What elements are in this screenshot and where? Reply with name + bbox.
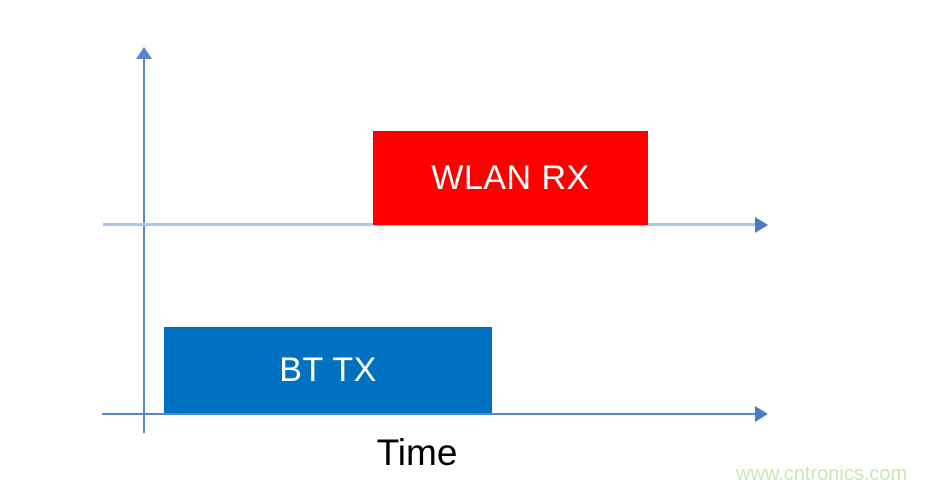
time-axis-label: Time	[376, 432, 458, 473]
y-axis-arrow-up-icon	[136, 47, 152, 59]
bt-tx-block-label: BT TX	[279, 350, 377, 389]
wlan-rx-block-label: WLAN RX	[431, 158, 590, 197]
wlan-time-axis-arrow-right-icon	[755, 217, 768, 233]
bt-tx-block: BT TX	[164, 327, 492, 413]
wlan-rx-block: WLAN RX	[373, 131, 648, 225]
y-axis-line	[143, 57, 145, 433]
bt-time-axis-line	[102, 413, 756, 415]
watermark-text: www.cntronics.com	[736, 463, 908, 485]
bt-time-axis-arrow-right-icon	[755, 406, 768, 422]
